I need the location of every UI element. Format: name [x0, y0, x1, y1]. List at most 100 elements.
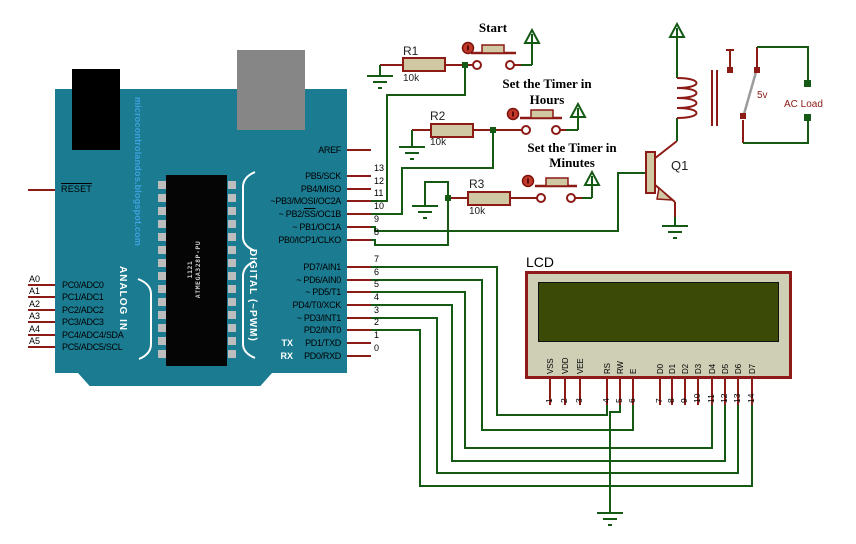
pin-pd6: ~ PD6/AIN0 — [296, 275, 341, 285]
pin-a3: A3 — [29, 311, 41, 321]
pin-number-5: 5 — [374, 279, 380, 289]
watermark: microcontrolandos.blogspot.com — [133, 97, 143, 247]
r1-ref: R1 — [403, 44, 419, 58]
lcd-pin-rw: RW — [616, 361, 625, 374]
pin-number-11: 11 — [374, 188, 384, 198]
lcd-pin-number-2: 2 — [559, 398, 569, 403]
pin-pd4: PD4/T0/XCK — [292, 300, 341, 310]
lcd-pin-d3: D3 — [694, 364, 703, 374]
pin-pd7: PD7/AIN1 — [303, 262, 341, 272]
pin-a4: A4 — [29, 324, 41, 334]
relay-switch-arm — [742, 71, 758, 115]
transistor-q1 — [645, 151, 675, 201]
pin-number-3: 3 — [374, 305, 380, 315]
pin-pc3: PC3/ADC3 — [62, 317, 104, 327]
pin-pb5: PB5/SCK — [305, 171, 341, 181]
pin-stubs — [28, 47, 758, 405]
pin-number-12: 12 — [374, 176, 385, 186]
lcd-pin-d7: D7 — [748, 364, 757, 374]
junction-dots — [445, 62, 811, 201]
pin-pd3: ~ PD3/INT1 — [296, 313, 342, 323]
r2-value: 10k — [430, 137, 447, 148]
lcd-pin-vss: VSS — [546, 358, 555, 374]
wires — [371, 28, 809, 513]
pin-pd5: ~ PD5/T1 — [305, 287, 341, 297]
lcd-pin-number-11: 11 — [706, 394, 716, 403]
pin-pd2: PD2/INT0 — [303, 325, 341, 335]
pin-a2: A2 — [29, 299, 41, 309]
tx-label: TX — [281, 338, 293, 348]
lcd-pin-number-7: 7 — [654, 398, 664, 403]
ground-symbols — [367, 65, 688, 526]
pin-pc2: PC2/ADC2 — [62, 305, 104, 315]
pin-pb0: PB0/ICP1/CLKO — [278, 235, 341, 245]
relay-coil — [676, 77, 698, 119]
lcd-pin-d1: D1 — [668, 364, 677, 374]
lcd-pin-vdd: VDD — [561, 357, 570, 374]
chip-marking-line2: ATMEGA328P-PU — [194, 240, 202, 299]
chip-pins-right — [228, 181, 236, 358]
pin-number-6: 6 — [374, 267, 380, 277]
lcd-screen — [538, 282, 779, 342]
lcd-pin-number-13: 13 — [732, 393, 742, 403]
hours-button-cap[interactable] — [530, 109, 554, 119]
lcd-pin-d4: D4 — [708, 364, 717, 374]
lcd-pin-d2: D2 — [681, 364, 690, 374]
pin-group-brackets — [137, 171, 256, 360]
lcd-pin-number-14: 14 — [746, 393, 756, 403]
reset-pin-label: RESET — [61, 184, 93, 194]
pin-pb3: ~PB3/MOSI/OC2A — [270, 196, 341, 206]
pin-number-7: 7 — [374, 254, 380, 264]
chip-pins-left — [158, 181, 166, 358]
pin-pd0: PD0/RXD — [304, 351, 341, 361]
r3-ref: R3 — [469, 177, 485, 191]
pin-number-4: 4 — [374, 292, 380, 302]
q1-ref: Q1 — [671, 158, 689, 173]
lcd-pin-number-3: 3 — [574, 398, 584, 403]
r3-value: 10k — [469, 206, 486, 217]
lcd-title: LCD — [526, 254, 555, 270]
chip-marking-line1: 1121 — [186, 260, 194, 279]
r2-ref: R2 — [430, 109, 446, 123]
pin-aref: AREF — [318, 145, 341, 155]
lcd-pin-d0: D0 — [656, 364, 665, 374]
relay-contacts — [727, 67, 760, 119]
lcd-pin-number-1: 1 — [544, 398, 554, 403]
start-button-cap[interactable] — [481, 44, 505, 54]
minutes-annotation-line1: Set the Timer in — [527, 140, 617, 155]
pin-number-8: 8 — [374, 227, 380, 237]
hours-annotation-line2: Hours — [529, 92, 565, 107]
lcd-pin-vee: VEE — [576, 358, 585, 374]
pin-number-13: 13 — [374, 163, 385, 173]
digital-pwm-label: DIGITAL (~PWM) — [247, 249, 258, 342]
ac-load-label: AC Load — [784, 99, 823, 110]
pin-number-1: 1 — [374, 330, 380, 340]
lcd-pin-d6: D6 — [734, 364, 743, 374]
hours-annotation-line1: Set the Timer in — [502, 76, 592, 91]
ac-load-terminal-top — [804, 80, 811, 87]
pin-a0: A0 — [29, 274, 41, 284]
lcd-pin-d5: D5 — [721, 364, 730, 374]
relay — [676, 67, 760, 119]
lcd-pin-number-8: 8 — [666, 398, 676, 403]
pin-pc4: PC4/ADC4/SDA — [62, 330, 124, 340]
lcd-pin-number-10: 10 — [692, 393, 702, 403]
pin-pc5: PC5/ADC5/SCL — [62, 342, 123, 352]
lcd-pin-number-9: 9 — [679, 398, 689, 403]
chip-marking: 1121 ATMEGA328P-PU — [186, 207, 202, 332]
button-actuators — [461, 41, 535, 188]
lcd-pin-number-12: 12 — [719, 393, 729, 403]
resistors — [402, 57, 511, 206]
usb-connector — [237, 50, 305, 130]
lcd-pin-number-6: 6 — [627, 398, 637, 403]
atmega-chip — [166, 175, 227, 366]
pin-number-2: 2 — [374, 317, 380, 327]
pin-a5: A5 — [29, 336, 41, 346]
arduino-board-tab — [78, 373, 272, 386]
start-annotation: Start — [478, 20, 508, 35]
lcd-pin-rs: RS — [603, 363, 612, 374]
pin-number-10: 10 — [374, 201, 385, 211]
minutes-button-cap[interactable] — [545, 177, 569, 187]
